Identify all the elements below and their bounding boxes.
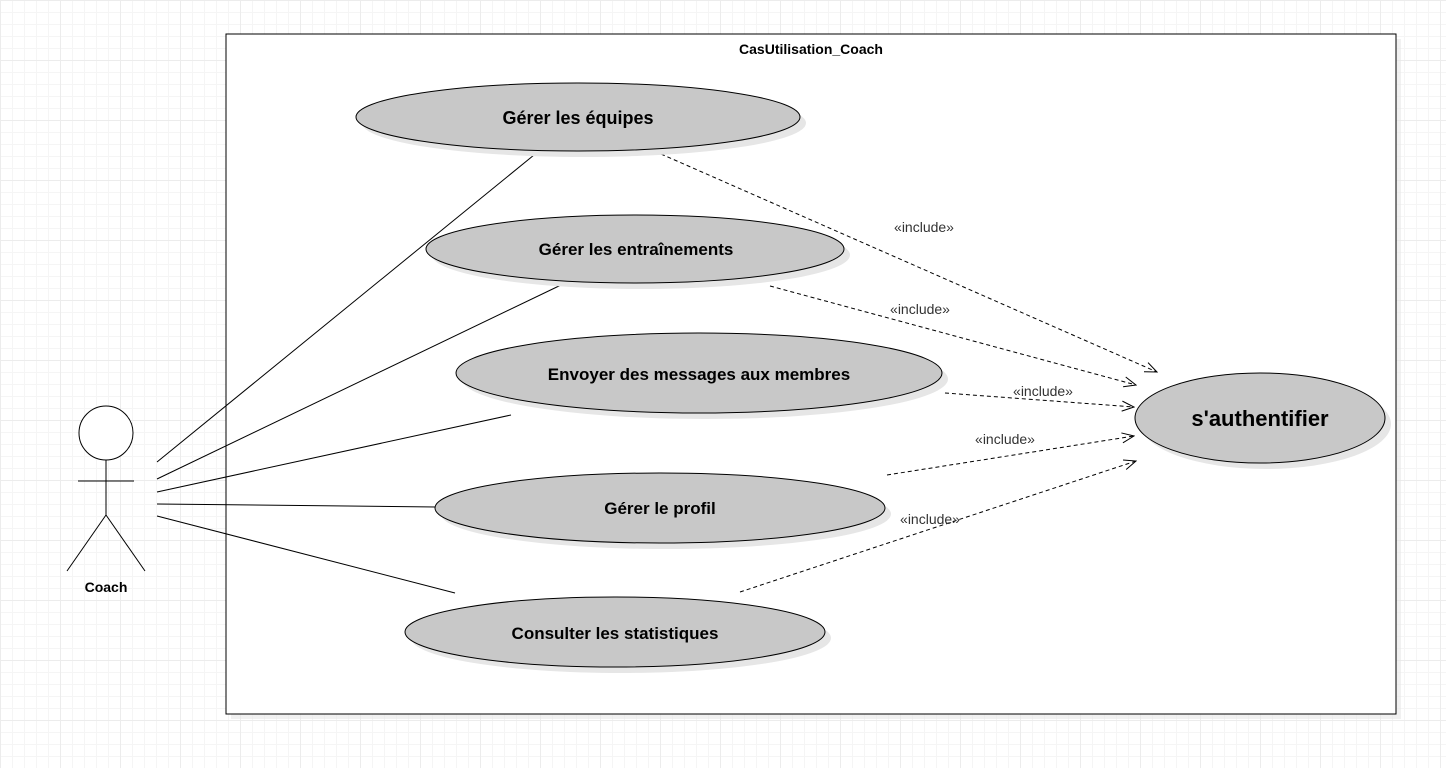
use-case-gerer-equipes[interactable]: Gérer les équipes [355, 82, 806, 157]
association-gerer-equipes[interactable] [156, 154, 535, 463]
include-arrow-envoyer-messages[interactable] [944, 392, 1134, 407]
use-case-gerer-profil[interactable]: Gérer le profil [434, 472, 891, 549]
use-case-ellipse [455, 332, 943, 414]
use-case-s-authentifier[interactable]: s'authentifier [1134, 372, 1391, 469]
use-case-label: Envoyer des messages aux membres [548, 365, 850, 384]
include-arrow-gerer-entrainements[interactable] [769, 285, 1136, 385]
actor-left-leg [66, 514, 107, 572]
use-case-ellipse [355, 82, 801, 152]
use-case-ellipse [1134, 372, 1386, 464]
use-case-label: Gérer le profil [604, 499, 715, 518]
use-case-consulter-statistiques[interactable]: Consulter les statistiques [404, 596, 831, 673]
associations [156, 154, 562, 594]
system-title: CasUtilisation_Coach [739, 41, 883, 57]
include-arrow-gerer-equipes[interactable] [660, 153, 1157, 372]
use-case-label: s'authentifier [1191, 406, 1329, 431]
association-consulter-statistiques[interactable] [156, 515, 456, 594]
include-label: «include» [894, 219, 954, 235]
association-gerer-profil[interactable] [156, 503, 437, 508]
use-case-ellipse [425, 214, 845, 284]
include-label: «include» [975, 431, 1035, 447]
actor-head [78, 405, 134, 461]
include-label: «include» [890, 301, 950, 317]
actor-label: Coach [85, 579, 128, 595]
include-labels: «include» «include» «include» «include» … [890, 219, 1073, 527]
association-gerer-entrainements[interactable] [156, 284, 562, 480]
use-case-ellipse [434, 472, 886, 544]
include-relations [660, 153, 1157, 593]
use-case-envoyer-messages[interactable]: Envoyer des messages aux membres [455, 332, 948, 419]
use-case-gerer-entrainements[interactable]: Gérer les entraînements [425, 214, 850, 289]
use-case-ellipse [404, 596, 826, 668]
association-envoyer-messages[interactable] [156, 414, 512, 493]
include-label: «include» [900, 511, 960, 527]
use-case-label: Gérer les équipes [502, 108, 653, 128]
actor-coach[interactable]: Coach [66, 405, 146, 595]
use-case-label: Gérer les entraînements [539, 240, 734, 259]
include-label: «include» [1013, 383, 1073, 399]
actor-right-leg [105, 514, 146, 572]
use-case-label: Consulter les statistiques [512, 624, 719, 643]
